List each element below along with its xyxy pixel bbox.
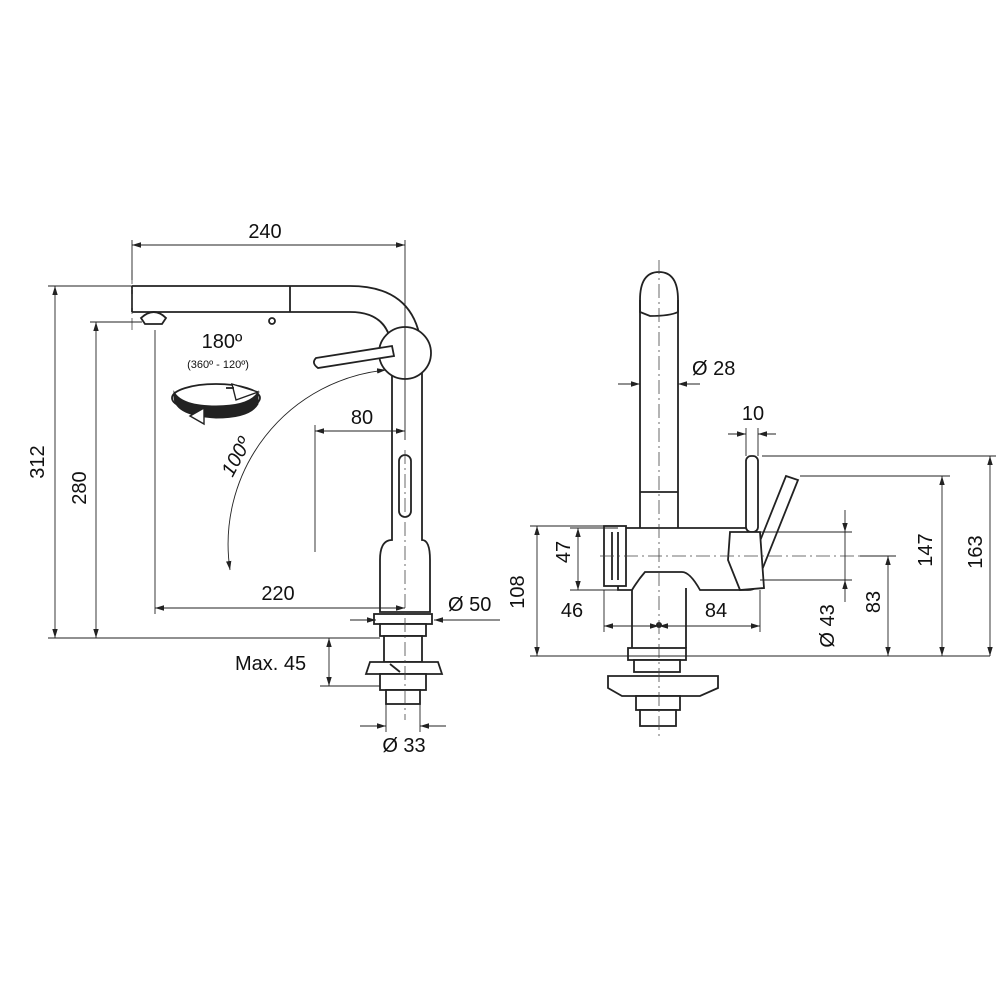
dim-240: 240 — [131, 221, 406, 440]
dim-dia-28-label: Ø 28 — [692, 358, 735, 380]
front-base-ring — [627, 647, 687, 661]
dim-47: 47 — [553, 527, 618, 591]
front-spout-head — [639, 271, 679, 317]
dim-83-label: 83 — [863, 591, 885, 613]
dim-84: 84 — [659, 590, 761, 632]
dim-147-label: 147 — [915, 533, 937, 566]
front-view: Ø 28 10 47 108 46 — [507, 260, 996, 740]
side-view: 240 312 280 180º (360º - 120º) — [27, 221, 500, 757]
dim-dia-43: Ø 43 — [760, 510, 852, 648]
lever-angle-label: 100º — [217, 433, 256, 481]
base-flange — [379, 623, 427, 637]
dim-83: 83 — [860, 555, 896, 656]
spout-button — [268, 317, 276, 325]
dim-10: 10 — [728, 403, 776, 456]
dim-max-45: Max. 45 — [235, 637, 380, 687]
dim-10-label: 10 — [742, 403, 764, 425]
dim-dia-33: Ø 33 — [360, 700, 446, 757]
dim-46-label: 46 — [561, 600, 583, 622]
lower-nut — [385, 689, 421, 705]
dim-312-label: 312 — [27, 445, 49, 478]
rotation-arrow-icon — [171, 382, 261, 426]
base-ring — [373, 613, 433, 625]
dim-108-label: 108 — [507, 575, 529, 608]
dim-80-label: 80 — [351, 407, 373, 429]
dim-dia-28: Ø 28 — [618, 358, 735, 387]
front-lower-nut — [639, 709, 677, 727]
dim-84-label: 84 — [705, 600, 727, 622]
dim-220-label: 220 — [261, 583, 294, 605]
spray-head — [131, 286, 291, 312]
dim-46: 46 — [561, 590, 659, 632]
swivel-annotation: 180º (360º - 120º) — [171, 331, 261, 426]
front-spout-column — [639, 300, 679, 528]
dim-280: 280 — [69, 321, 142, 638]
lever-lowered — [313, 344, 396, 369]
dim-dia-33-label: Ø 33 — [382, 735, 425, 757]
front-lever-upright — [745, 455, 759, 533]
dim-80: 80 — [314, 407, 405, 552]
threaded-shank — [383, 635, 423, 663]
dim-147: 147 — [800, 475, 950, 656]
front-lever-base — [727, 531, 765, 591]
mounting-nut — [379, 673, 427, 691]
dim-220: 220 — [154, 330, 405, 614]
swivel-angle-label: 180º — [202, 331, 243, 353]
dim-dia-43-label: Ø 43 — [817, 604, 839, 647]
front-faucet-body — [603, 271, 800, 727]
mounting-plate — [364, 661, 444, 675]
dim-108: 108 — [507, 525, 990, 657]
dim-47-label: 47 — [553, 541, 575, 563]
dim-163: 163 — [762, 455, 996, 656]
front-mounting-nut — [635, 695, 681, 711]
dim-240-label: 240 — [248, 221, 281, 243]
front-base-flange — [633, 659, 681, 673]
spray-nozzle — [139, 311, 168, 325]
front-mounting-plate — [607, 675, 719, 697]
front-neck — [631, 588, 687, 648]
swivel-range-label: (360º - 120º) — [187, 359, 249, 371]
dim-max-45-label: Max. 45 — [235, 653, 306, 675]
dim-163-label: 163 — [965, 535, 987, 568]
side-faucet-body — [131, 285, 444, 705]
dim-280-label: 280 — [69, 471, 91, 504]
dim-dia-50: Ø 50 — [350, 594, 500, 623]
dim-dia-50-label: Ø 50 — [448, 594, 491, 616]
